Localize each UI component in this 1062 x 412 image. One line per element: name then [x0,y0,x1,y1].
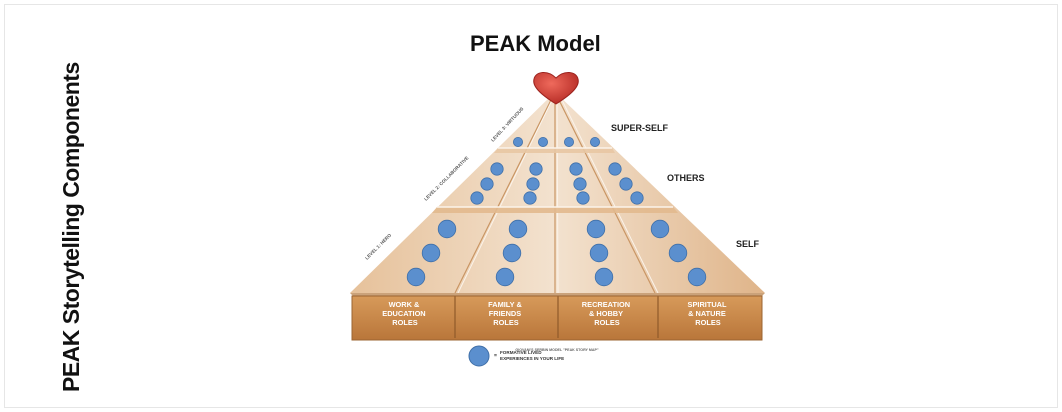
experience-dot [437,219,457,239]
legend-symbol: = [494,353,497,359]
experience-dot [495,267,515,287]
pyramid-base [350,293,765,341]
experience-dot [668,243,688,263]
experience-dot [576,191,590,205]
experience-dot [687,267,707,287]
experience-dot [513,136,524,147]
tier-label-self: SELF [736,239,760,249]
role-labels: WORK & EDUCATION ROLES FAMILY & FRIENDS … [382,300,729,327]
experience-dot [538,136,549,147]
pyramid-body [350,91,765,294]
experience-dots [406,136,707,287]
heart-icon [533,72,579,105]
experience-dot [480,177,494,191]
tier-label-super-self: SUPER-SELF [611,123,669,133]
legend-text-2: EXPERIENCES IN YOUR LIFE [500,356,564,361]
experience-dot [573,177,587,191]
experience-dot [564,136,575,147]
page-title: PEAK Model [470,31,601,56]
source-note: GIOVANI'S SERBIN MODEL "PEAK STORY MAP" [515,348,598,352]
experience-dot [526,177,540,191]
experience-dot [529,162,543,176]
experience-dot [508,219,528,239]
pyramid-face-right [555,92,765,293]
experience-dot [569,162,583,176]
blue-dot-icon [468,345,490,367]
experience-dot [523,191,537,205]
experience-dot [589,243,609,263]
role-label-recreation: RECREATION & HOBBY ROLES [582,300,632,327]
role-label-family: FAMILY & FRIENDS ROLES [488,300,524,327]
experience-dot [470,191,484,205]
experience-dot [650,219,670,239]
experience-dot [502,243,522,263]
experience-dot [490,162,504,176]
experience-dot [630,191,644,205]
role-label-work: WORK & EDUCATION ROLES [382,300,427,327]
experience-dot [586,219,606,239]
tier-dividers [432,147,678,213]
tier-label-others: OTHERS [667,173,705,183]
experience-dot [594,267,614,287]
experience-dot [619,177,633,191]
experience-dot [590,136,601,147]
pyramid-face-left [350,92,555,293]
role-label-spiritual: SPIRITUAL & NATURE ROLES [688,300,729,327]
legend: = FORMATIVE LIVED EXPERIENCES IN YOUR LI… [468,345,564,367]
experience-dot [406,267,426,287]
experience-dot [608,162,622,176]
legend-text-1: FORMATIVE LIVED [500,350,542,355]
column-dividers [454,91,656,294]
base-front [352,296,762,340]
experience-dot [421,243,441,263]
